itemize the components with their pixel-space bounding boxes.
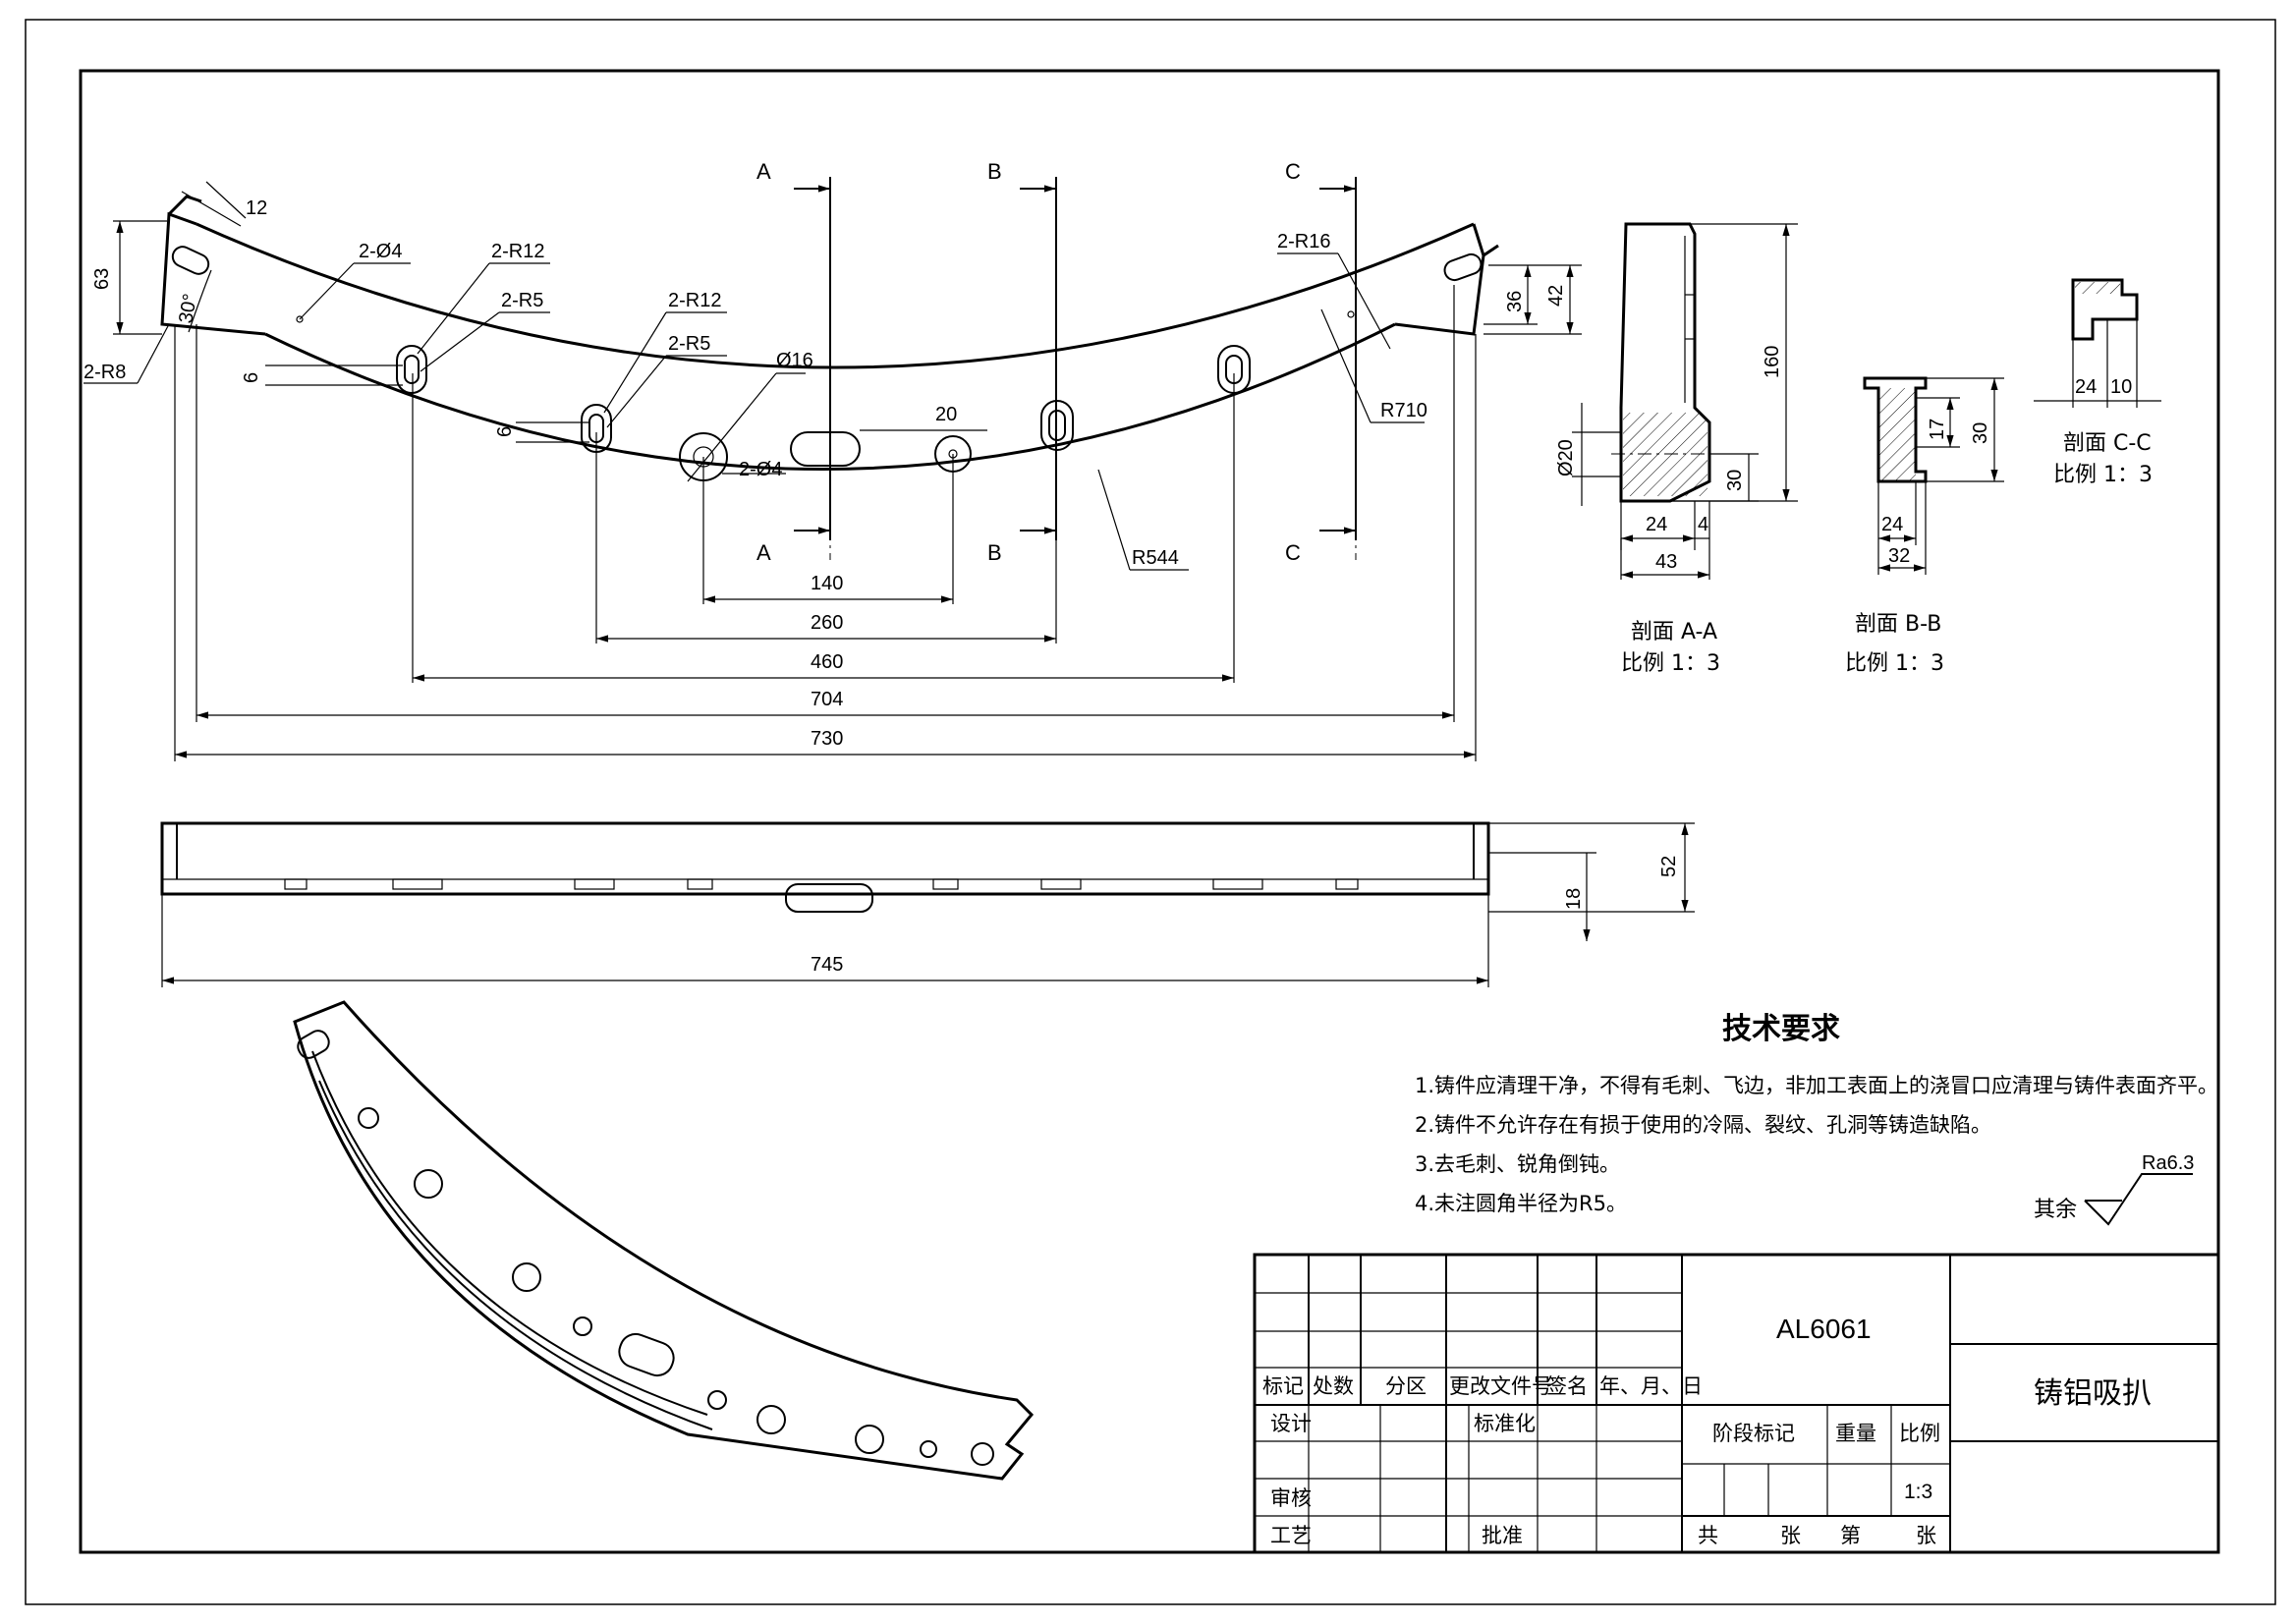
tb-standardization: 标准化	[1474, 1412, 1536, 1435]
section-aa-scale: 比例 1：3	[1621, 651, 1720, 676]
tb-sheets: 张	[1780, 1524, 1801, 1547]
dim-24-cc: 24	[2075, 376, 2097, 398]
dim-460: 460	[811, 651, 843, 673]
dim-2-r12-left: 2-R12	[491, 241, 544, 262]
dim-20: 20	[935, 404, 957, 425]
dim-17-bb: 17	[1927, 419, 1948, 440]
dim-745: 745	[811, 954, 843, 976]
dim-phi20: Ø20	[1555, 439, 1577, 476]
tb-header-date: 年、月、日	[1599, 1374, 1703, 1398]
dim-phi16: Ø16	[776, 350, 813, 371]
tb-part-name: 铸铝吸扒	[2034, 1376, 2152, 1411]
dim-36: 36	[1504, 291, 1526, 312]
roughness-value: Ra6.3	[2142, 1152, 2194, 1174]
dim-30-bb: 30	[1970, 422, 1991, 444]
top-view-dimensions: 12 63 30° 2-R8 2-Ø4 2-R12 2-R5 2-R12 2-R…	[84, 181, 1582, 761]
tech-item-3: 3.去毛刺、锐角倒钝。	[1415, 1152, 1620, 1176]
dim-2-r5-left: 2-R5	[501, 290, 543, 311]
dim-2-r5-mid: 2-R5	[668, 333, 710, 355]
tb-design: 设计	[1270, 1412, 1312, 1435]
section-a-a: 160 Ø20 30 24 4 43 剖面 A-A 比例 1：3	[1555, 222, 1798, 676]
title-block: 标记 处数 分区 更改文件号 签名 年、月、日 设计 标准化 审核 工艺 批准 …	[1253, 1253, 2220, 1554]
dim-160: 160	[1762, 346, 1783, 378]
dim-42: 42	[1545, 285, 1567, 307]
dim-10-cc: 10	[2110, 376, 2132, 398]
tb-stage: 阶段标记	[1712, 1422, 1795, 1445]
dim-4-aa: 4	[1698, 514, 1708, 535]
dim-r710: R710	[1380, 400, 1427, 421]
dim-140: 140	[811, 573, 843, 594]
dim-18: 18	[1563, 888, 1585, 910]
tech-item-1: 1.铸件应清理干净，不得有毛刺、飞边，非加工表面上的浇冒口应清理与铸件表面齐平。	[1415, 1074, 2218, 1097]
tb-header-signature: 签名	[1546, 1374, 1588, 1398]
dim-30-aa: 30	[1724, 470, 1746, 491]
dim-30-degree: 30°	[175, 292, 201, 325]
dim-704: 704	[811, 689, 843, 710]
tech-item-4: 4.未注圆角半径为R5。	[1415, 1192, 1627, 1215]
dim-2-r12-mid: 2-R12	[668, 290, 721, 311]
section-aa-title: 剖面 A-A	[1631, 620, 1717, 644]
technical-requirements: 技术要求 1.铸件应清理干净，不得有毛刺、飞边，非加工表面上的浇冒口应清理与铸件…	[1415, 1012, 2218, 1226]
section-a-top-label: A	[756, 159, 771, 184]
roughness-label: 其余	[2034, 1198, 2077, 1222]
roughness-symbol	[2084, 1173, 2193, 1226]
dim-24-aa: 24	[1646, 514, 1667, 535]
section-cc-scale: 比例 1：3	[2053, 463, 2153, 487]
tb-weight: 重量	[1835, 1422, 1876, 1445]
section-b-bottom-label: B	[987, 540, 1002, 565]
dim-32-bb: 32	[1888, 545, 1910, 567]
section-bb-scale: 比例 1：3	[1845, 651, 1944, 676]
section-a-bottom-label: A	[756, 540, 771, 565]
tb-scale-label: 比例	[1899, 1422, 1940, 1445]
dim-6-mid: 6	[494, 426, 516, 437]
front-view: 52 18 745	[160, 821, 1695, 987]
section-bb-title: 剖面 B-B	[1855, 612, 1941, 637]
tb-header-count: 处数	[1313, 1374, 1354, 1398]
isometric-view	[293, 1000, 1035, 1481]
tb-total: 共	[1698, 1524, 1718, 1547]
dim-6-left: 6	[241, 372, 262, 383]
section-b-top-label: B	[987, 159, 1002, 184]
tb-approve: 批准	[1482, 1524, 1523, 1547]
dim-43-aa: 43	[1655, 551, 1677, 573]
tb-scale-value: 1:3	[1904, 1481, 1932, 1503]
tb-header-mark: 标记	[1262, 1374, 1304, 1398]
dim-12: 12	[246, 197, 267, 219]
dim-2-r16: 2-R16	[1277, 231, 1330, 252]
dim-2-phi4-top: 2-Ø4	[359, 241, 402, 262]
section-c-top-label: C	[1285, 159, 1301, 184]
tech-title: 技术要求	[1722, 1012, 1840, 1046]
dim-2-r8: 2-R8	[84, 362, 126, 383]
dim-24-bb: 24	[1881, 514, 1903, 535]
tb-review: 审核	[1270, 1486, 1312, 1510]
section-c-bottom-label: C	[1285, 540, 1301, 565]
dim-260: 260	[811, 612, 843, 634]
sheet-border-inner	[79, 69, 2220, 1554]
section-c-c: 24 10 剖面 C-C 比例 1：3	[2034, 278, 2161, 487]
tb-material: AL6061	[1776, 1314, 1872, 1344]
dim-r544: R544	[1132, 547, 1179, 569]
section-cc-title: 剖面 C-C	[2063, 431, 2152, 456]
section-b-b: 17 30 24 32 剖面 B-B 比例 1：3	[1845, 376, 2004, 676]
tech-item-2: 2.铸件不允许存在有损于使用的冷隔、裂纹、孔洞等铸造缺陷。	[1415, 1113, 1991, 1137]
tb-process: 工艺	[1270, 1524, 1312, 1547]
dim-730: 730	[811, 728, 843, 750]
sheet-border-outer	[25, 19, 2276, 1605]
dim-63: 63	[91, 268, 113, 290]
dim-2-phi4-bottom: 2-Ø4	[739, 459, 782, 480]
tb-sheet-of: 张	[1916, 1524, 1936, 1547]
tb-header-zone: 分区	[1385, 1374, 1427, 1398]
tb-header-change-doc: 更改文件号	[1449, 1374, 1552, 1398]
dim-52: 52	[1658, 856, 1680, 877]
tb-sheet-no: 第	[1840, 1524, 1861, 1547]
